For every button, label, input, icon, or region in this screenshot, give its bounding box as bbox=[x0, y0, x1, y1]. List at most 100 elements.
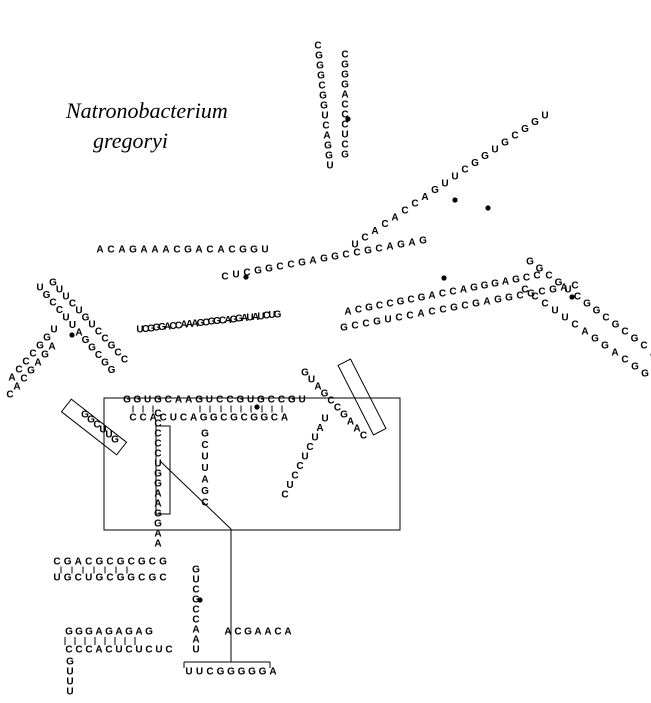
nucleotide: C bbox=[306, 442, 313, 453]
nucleotide: C bbox=[145, 645, 152, 656]
nucleotide: C bbox=[351, 321, 358, 332]
nucleotide: A bbox=[164, 322, 171, 333]
nucleotide: G bbox=[125, 627, 133, 638]
nucleotide: G bbox=[419, 236, 427, 247]
nucleotide: G bbox=[127, 573, 135, 584]
nucleotide: G bbox=[250, 245, 258, 256]
nucleotide: C bbox=[154, 439, 161, 450]
nucleotide: C bbox=[318, 81, 325, 92]
nucleotide: C bbox=[278, 395, 285, 406]
nucleotide: G bbox=[526, 257, 534, 268]
nucleotide: A bbox=[75, 328, 82, 339]
nucleotide: C bbox=[571, 320, 578, 331]
nucleotide: C bbox=[640, 341, 647, 352]
nucleotide: C bbox=[342, 250, 349, 261]
nucleotide: U bbox=[144, 395, 151, 406]
nucleotide: A bbox=[140, 245, 147, 256]
nucleotide: C bbox=[49, 298, 56, 309]
nucleotide: A bbox=[154, 489, 161, 500]
nucleotide: A bbox=[281, 413, 288, 424]
bracket-right bbox=[337, 358, 387, 436]
nucleotide: C bbox=[154, 449, 161, 460]
nucleotide: A bbox=[201, 475, 208, 486]
nucleotide: G bbox=[340, 410, 348, 421]
nucleotide: G bbox=[159, 557, 167, 568]
nucleotide: C bbox=[516, 291, 523, 302]
nucleotide: U bbox=[88, 320, 95, 331]
nucleotide: C bbox=[461, 301, 468, 312]
nucleotide: U bbox=[384, 315, 391, 326]
nucleotide: A bbox=[96, 245, 103, 256]
nucleotide: C bbox=[159, 573, 166, 584]
nucleotide: C bbox=[69, 299, 76, 310]
nucleotide: G bbox=[341, 80, 349, 91]
nucleotide: G bbox=[321, 389, 329, 400]
nucleotide: G bbox=[260, 413, 268, 424]
nucleotide: G bbox=[317, 71, 325, 82]
nucleotide: U bbox=[201, 452, 208, 463]
nucleotide: C bbox=[106, 573, 113, 584]
nucleotide: C bbox=[411, 199, 418, 210]
species-name-genus: Natronobacterium bbox=[66, 98, 228, 123]
nucleotide: G bbox=[494, 295, 502, 306]
nucleotide: G bbox=[87, 415, 95, 426]
nucleotide: C bbox=[201, 440, 208, 451]
nucleotide: C bbox=[114, 348, 121, 359]
nucleotide: A bbox=[217, 245, 224, 256]
nucleotide: C bbox=[165, 645, 172, 656]
nucleotide: A bbox=[560, 283, 567, 294]
nucleotide: C bbox=[334, 403, 341, 414]
nucleotide: U bbox=[261, 245, 268, 256]
nucleotide: G bbox=[450, 303, 458, 314]
nucleotide: U bbox=[105, 430, 112, 441]
nucleotide: U bbox=[136, 325, 143, 336]
nucleotide: C bbox=[165, 395, 172, 406]
nucleotide: C bbox=[531, 292, 538, 303]
nucleotide: G bbox=[88, 343, 96, 354]
nucleotide: G bbox=[364, 246, 372, 257]
gu-pair-dot bbox=[69, 332, 75, 338]
nucleotide: C bbox=[240, 413, 247, 424]
nucleotide: C bbox=[95, 327, 102, 338]
nucleotide: G bbox=[298, 258, 306, 269]
nucleotide: U bbox=[154, 459, 161, 470]
nucleotide: G bbox=[123, 395, 131, 406]
nucleotide: U bbox=[196, 667, 203, 678]
nucleotide: G bbox=[244, 627, 252, 638]
nucleotide: U bbox=[135, 645, 142, 656]
nucleotide: A bbox=[408, 238, 415, 249]
nucleotide: C bbox=[381, 219, 388, 230]
nucleotide: C bbox=[621, 327, 628, 338]
nucleotide: G bbox=[250, 413, 258, 424]
nucleotide: G bbox=[397, 297, 405, 308]
nucleotide: G bbox=[612, 320, 620, 331]
nucleotide: C bbox=[85, 645, 92, 656]
nucleotide: A bbox=[309, 256, 316, 267]
nucleotide: C bbox=[15, 365, 22, 376]
nucleotide: U bbox=[441, 178, 448, 189]
nucleotide: A bbox=[185, 395, 192, 406]
nucleotide: C bbox=[192, 585, 199, 596]
nucleotide: A bbox=[95, 627, 102, 638]
nucleotide: G bbox=[153, 323, 161, 334]
nucleotide: C bbox=[322, 121, 329, 132]
nucleotide: G bbox=[365, 303, 373, 314]
nucleotide: C bbox=[56, 305, 63, 316]
nucleotide: G bbox=[397, 240, 405, 251]
nucleotide: A bbox=[428, 291, 435, 302]
gu-pair-dot bbox=[485, 205, 491, 211]
nucleotide: G bbox=[117, 557, 125, 568]
nucleotide: A bbox=[581, 327, 588, 338]
nucleotide: G bbox=[200, 413, 208, 424]
nucleotide: C bbox=[274, 627, 281, 638]
nucleotide: G bbox=[133, 395, 141, 406]
nucleotide: C bbox=[439, 289, 446, 300]
nucleotide: G bbox=[236, 395, 244, 406]
nucleotide: A bbox=[191, 319, 198, 330]
nucleotide: G bbox=[197, 318, 205, 329]
nucleotide: C bbox=[160, 413, 167, 424]
species-name-epithet: gregoryi bbox=[93, 128, 168, 153]
nucleotide: C bbox=[533, 271, 540, 282]
nucleotide: G bbox=[154, 479, 162, 490]
